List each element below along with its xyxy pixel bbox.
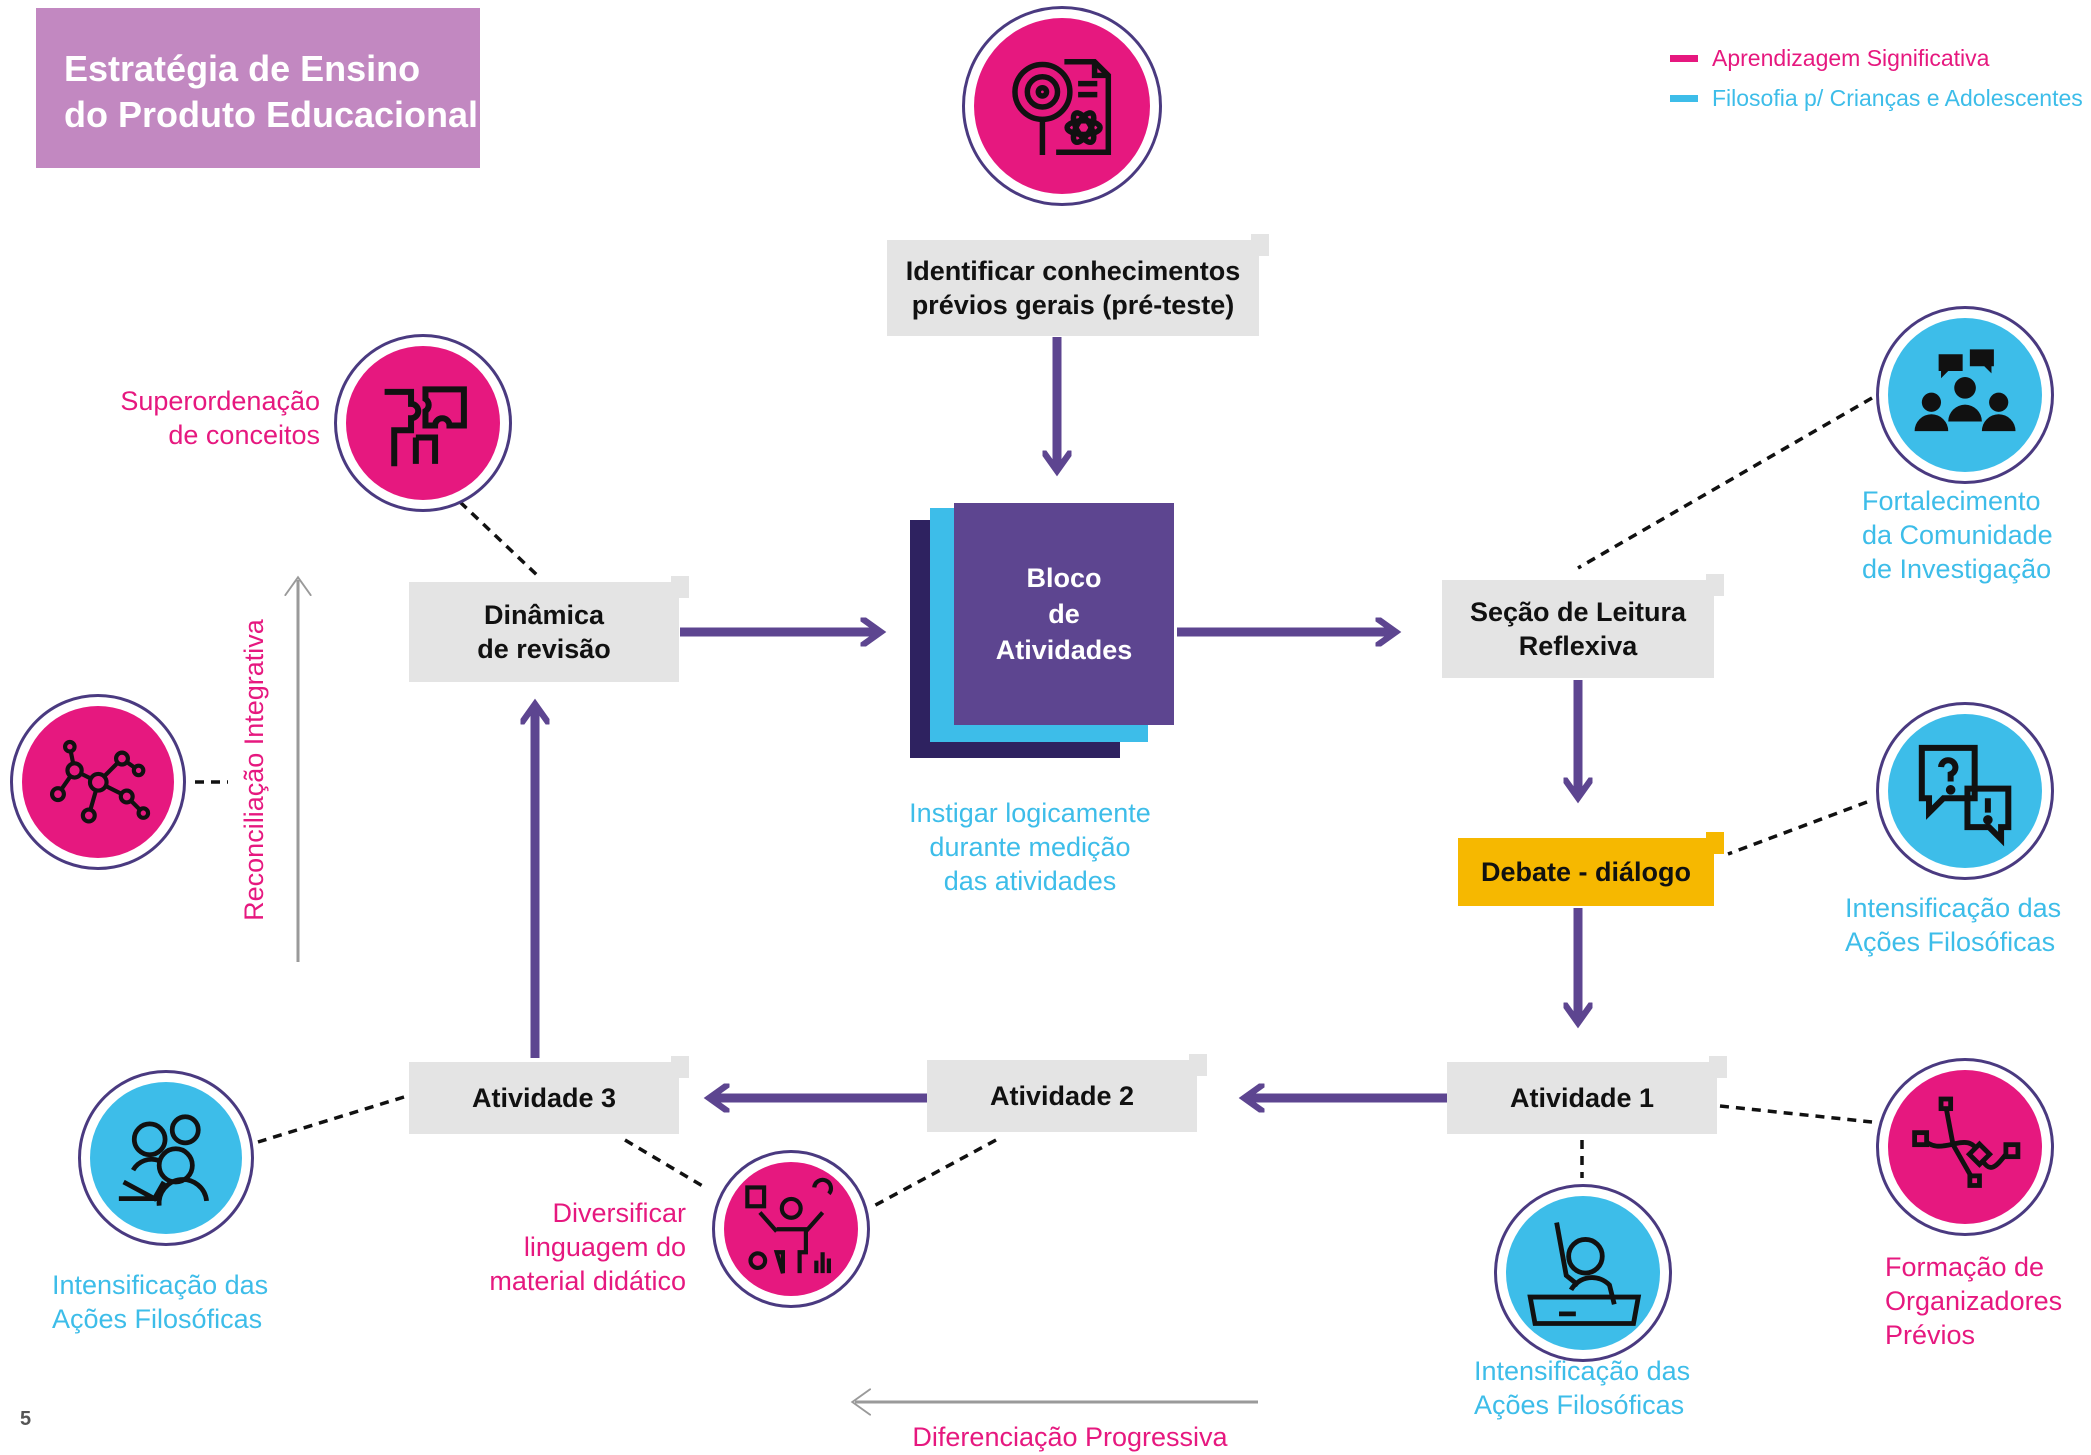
secao-line-1: Seção de Leitura bbox=[1469, 597, 1687, 627]
dash-community bbox=[1577, 396, 1873, 570]
circle-questions bbox=[1876, 702, 2054, 880]
formacao-line-1: Formação de bbox=[1885, 1252, 2045, 1282]
superordenacao-line-1: Superordenação bbox=[120, 386, 320, 416]
circle-network bbox=[10, 694, 186, 870]
dash-superordenacao bbox=[458, 500, 540, 578]
fortalecimento-line-2: da Comunidade bbox=[1862, 520, 2053, 550]
node-pretest: Identificar conhecimentos prévios gerais… bbox=[887, 234, 1269, 336]
magnifier-document-atom-icon bbox=[974, 18, 1150, 194]
question-exclamation-bubbles-icon bbox=[1888, 714, 2042, 868]
node-dinamica-revisao: Dinâmica de revisão bbox=[409, 576, 689, 682]
dash-languages-left bbox=[624, 1138, 707, 1190]
label-intensificacao-bottom: Intensificação das Ações Filosóficas bbox=[1474, 1354, 1714, 1422]
dinamica-line-2: de revisão bbox=[477, 634, 611, 664]
label-intensificacao-left: Intensificação das Ações Filosóficas bbox=[52, 1268, 292, 1336]
dash-students bbox=[257, 1095, 405, 1144]
node-debate: Debate - diálogo bbox=[1458, 832, 1724, 906]
intensificacao-left-line-2: Ações Filosóficas bbox=[52, 1304, 263, 1334]
reading-students-icon bbox=[90, 1082, 242, 1234]
title-line-1: Estratégia de Ensino bbox=[64, 48, 421, 89]
label-superordenacao: Superordenação de conceitos bbox=[80, 384, 320, 452]
student-raising-hand-icon bbox=[1506, 1196, 1660, 1350]
instigar-line-1: Instigar logicamente bbox=[909, 798, 1151, 828]
label-formacao: Formação de Organizadores Prévios bbox=[1885, 1250, 2085, 1352]
atividade1-label: Atividade 1 bbox=[1509, 1083, 1655, 1113]
box-tab bbox=[1251, 234, 1269, 256]
intensificacao-bottom-line-2: Ações Filosóficas bbox=[1474, 1390, 1685, 1420]
group-chat-icon bbox=[1888, 318, 2042, 472]
diversificar-line-1: Diversificar bbox=[552, 1198, 686, 1228]
dash-organizers bbox=[1719, 1104, 1873, 1124]
superordenacao-line-2: de conceitos bbox=[168, 420, 320, 450]
formacao-line-3: Prévios bbox=[1885, 1320, 1976, 1350]
legend-swatch-blue bbox=[1670, 95, 1698, 102]
circle-community bbox=[1876, 306, 2054, 484]
fortalecimento-line-1: Fortalecimento bbox=[1862, 486, 2041, 516]
intensificacao-right-line-2: Ações Filosóficas bbox=[1845, 927, 2056, 957]
box-tab bbox=[1706, 574, 1724, 596]
bloco-line-2: de bbox=[1048, 599, 1080, 629]
box-tab bbox=[1709, 1056, 1727, 1078]
bloco-line-3: Atividades bbox=[995, 635, 1133, 665]
secao-line-2: Reflexiva bbox=[1518, 631, 1638, 661]
dash-questions bbox=[1727, 800, 1868, 856]
circle-raised-hand bbox=[1494, 1184, 1672, 1362]
diversificar-line-2: linguagem do bbox=[523, 1232, 686, 1262]
title-line-2: do Produto Educacional bbox=[64, 94, 479, 135]
instigar-line-3: das atividades bbox=[943, 866, 1117, 896]
node-bloco-atividades: Bloco de Atividades bbox=[954, 503, 1174, 725]
diversificar-line-3: material didático bbox=[489, 1266, 686, 1296]
label-intensificacao-right: Intensificação das Ações Filosóficas bbox=[1845, 891, 2085, 959]
legend-label-aprendizagem: Aprendizagem Significativa bbox=[1712, 45, 1990, 71]
label-diferenciacao: Diferenciação Progressiva bbox=[912, 1422, 1228, 1452]
puzzle-hands-icon bbox=[346, 346, 500, 500]
fortalecimento-line-3: de Investigação bbox=[1862, 554, 2052, 584]
dinamica-line-1: Dinâmica bbox=[483, 600, 605, 630]
circle-superordenacao bbox=[334, 334, 512, 512]
circle-organizers bbox=[1876, 1058, 2054, 1236]
label-diversificar: Diversificar linguagem do material didát… bbox=[440, 1196, 686, 1298]
formacao-line-2: Organizadores bbox=[1885, 1286, 2063, 1316]
node-atividade-2: Atividade 2 bbox=[927, 1054, 1207, 1132]
page-number: 5 bbox=[20, 1408, 32, 1430]
node-atividade-1: Atividade 1 bbox=[1447, 1056, 1727, 1134]
page-title: Estratégia de Ensino do Produto Educacio… bbox=[36, 8, 480, 168]
box-tab bbox=[1706, 832, 1724, 854]
intensificacao-left-line-1: Intensificação das bbox=[52, 1270, 269, 1300]
box-tab bbox=[1189, 1054, 1207, 1076]
legend-item-aprendizagem: Aprendizagem Significativa bbox=[1670, 45, 1989, 72]
legend-item-filosofia: Filosofia p/ Crianças e Adolescentes bbox=[1670, 85, 2083, 112]
bezier-path-icon bbox=[1888, 1070, 2042, 1224]
dash-languages-right bbox=[869, 1138, 997, 1210]
label-instigar: Instigar logicamente durante medição das… bbox=[880, 796, 1180, 898]
instigar-line-2: durante medição bbox=[929, 832, 1131, 862]
circle-students bbox=[78, 1070, 254, 1246]
network-nodes-icon bbox=[22, 706, 174, 858]
box-tab bbox=[671, 576, 689, 598]
bloco-line-1: Bloco bbox=[1026, 563, 1102, 593]
atividade3-label: Atividade 3 bbox=[471, 1083, 617, 1113]
intensificacao-right-line-1: Intensificação das bbox=[1845, 893, 2062, 923]
pretest-line-2: prévios gerais (pré-teste) bbox=[911, 290, 1235, 320]
person-multiple-languages-icon bbox=[724, 1162, 858, 1296]
debate-label: Debate - diálogo bbox=[1480, 857, 1691, 887]
box-tab bbox=[671, 1056, 689, 1078]
label-fortalecimento: Fortalecimento da Comunidade de Investig… bbox=[1862, 484, 2082, 586]
circle-top bbox=[962, 6, 1162, 206]
node-atividade-3: Atividade 3 bbox=[409, 1056, 689, 1134]
circle-languages bbox=[712, 1150, 870, 1308]
label-reconciliacao: Reconciliação Integrativa bbox=[239, 619, 269, 921]
legend-label-filosofia: Filosofia p/ Crianças e Adolescentes bbox=[1712, 85, 2083, 111]
atividade2-label: Atividade 2 bbox=[989, 1081, 1135, 1111]
intensificacao-bottom-line-1: Intensificação das bbox=[1474, 1356, 1691, 1386]
pretest-line-1: Identificar conhecimentos bbox=[905, 256, 1241, 286]
legend-swatch-pink bbox=[1670, 55, 1698, 62]
node-secao-leitura: Seção de Leitura Reflexiva bbox=[1442, 574, 1724, 678]
